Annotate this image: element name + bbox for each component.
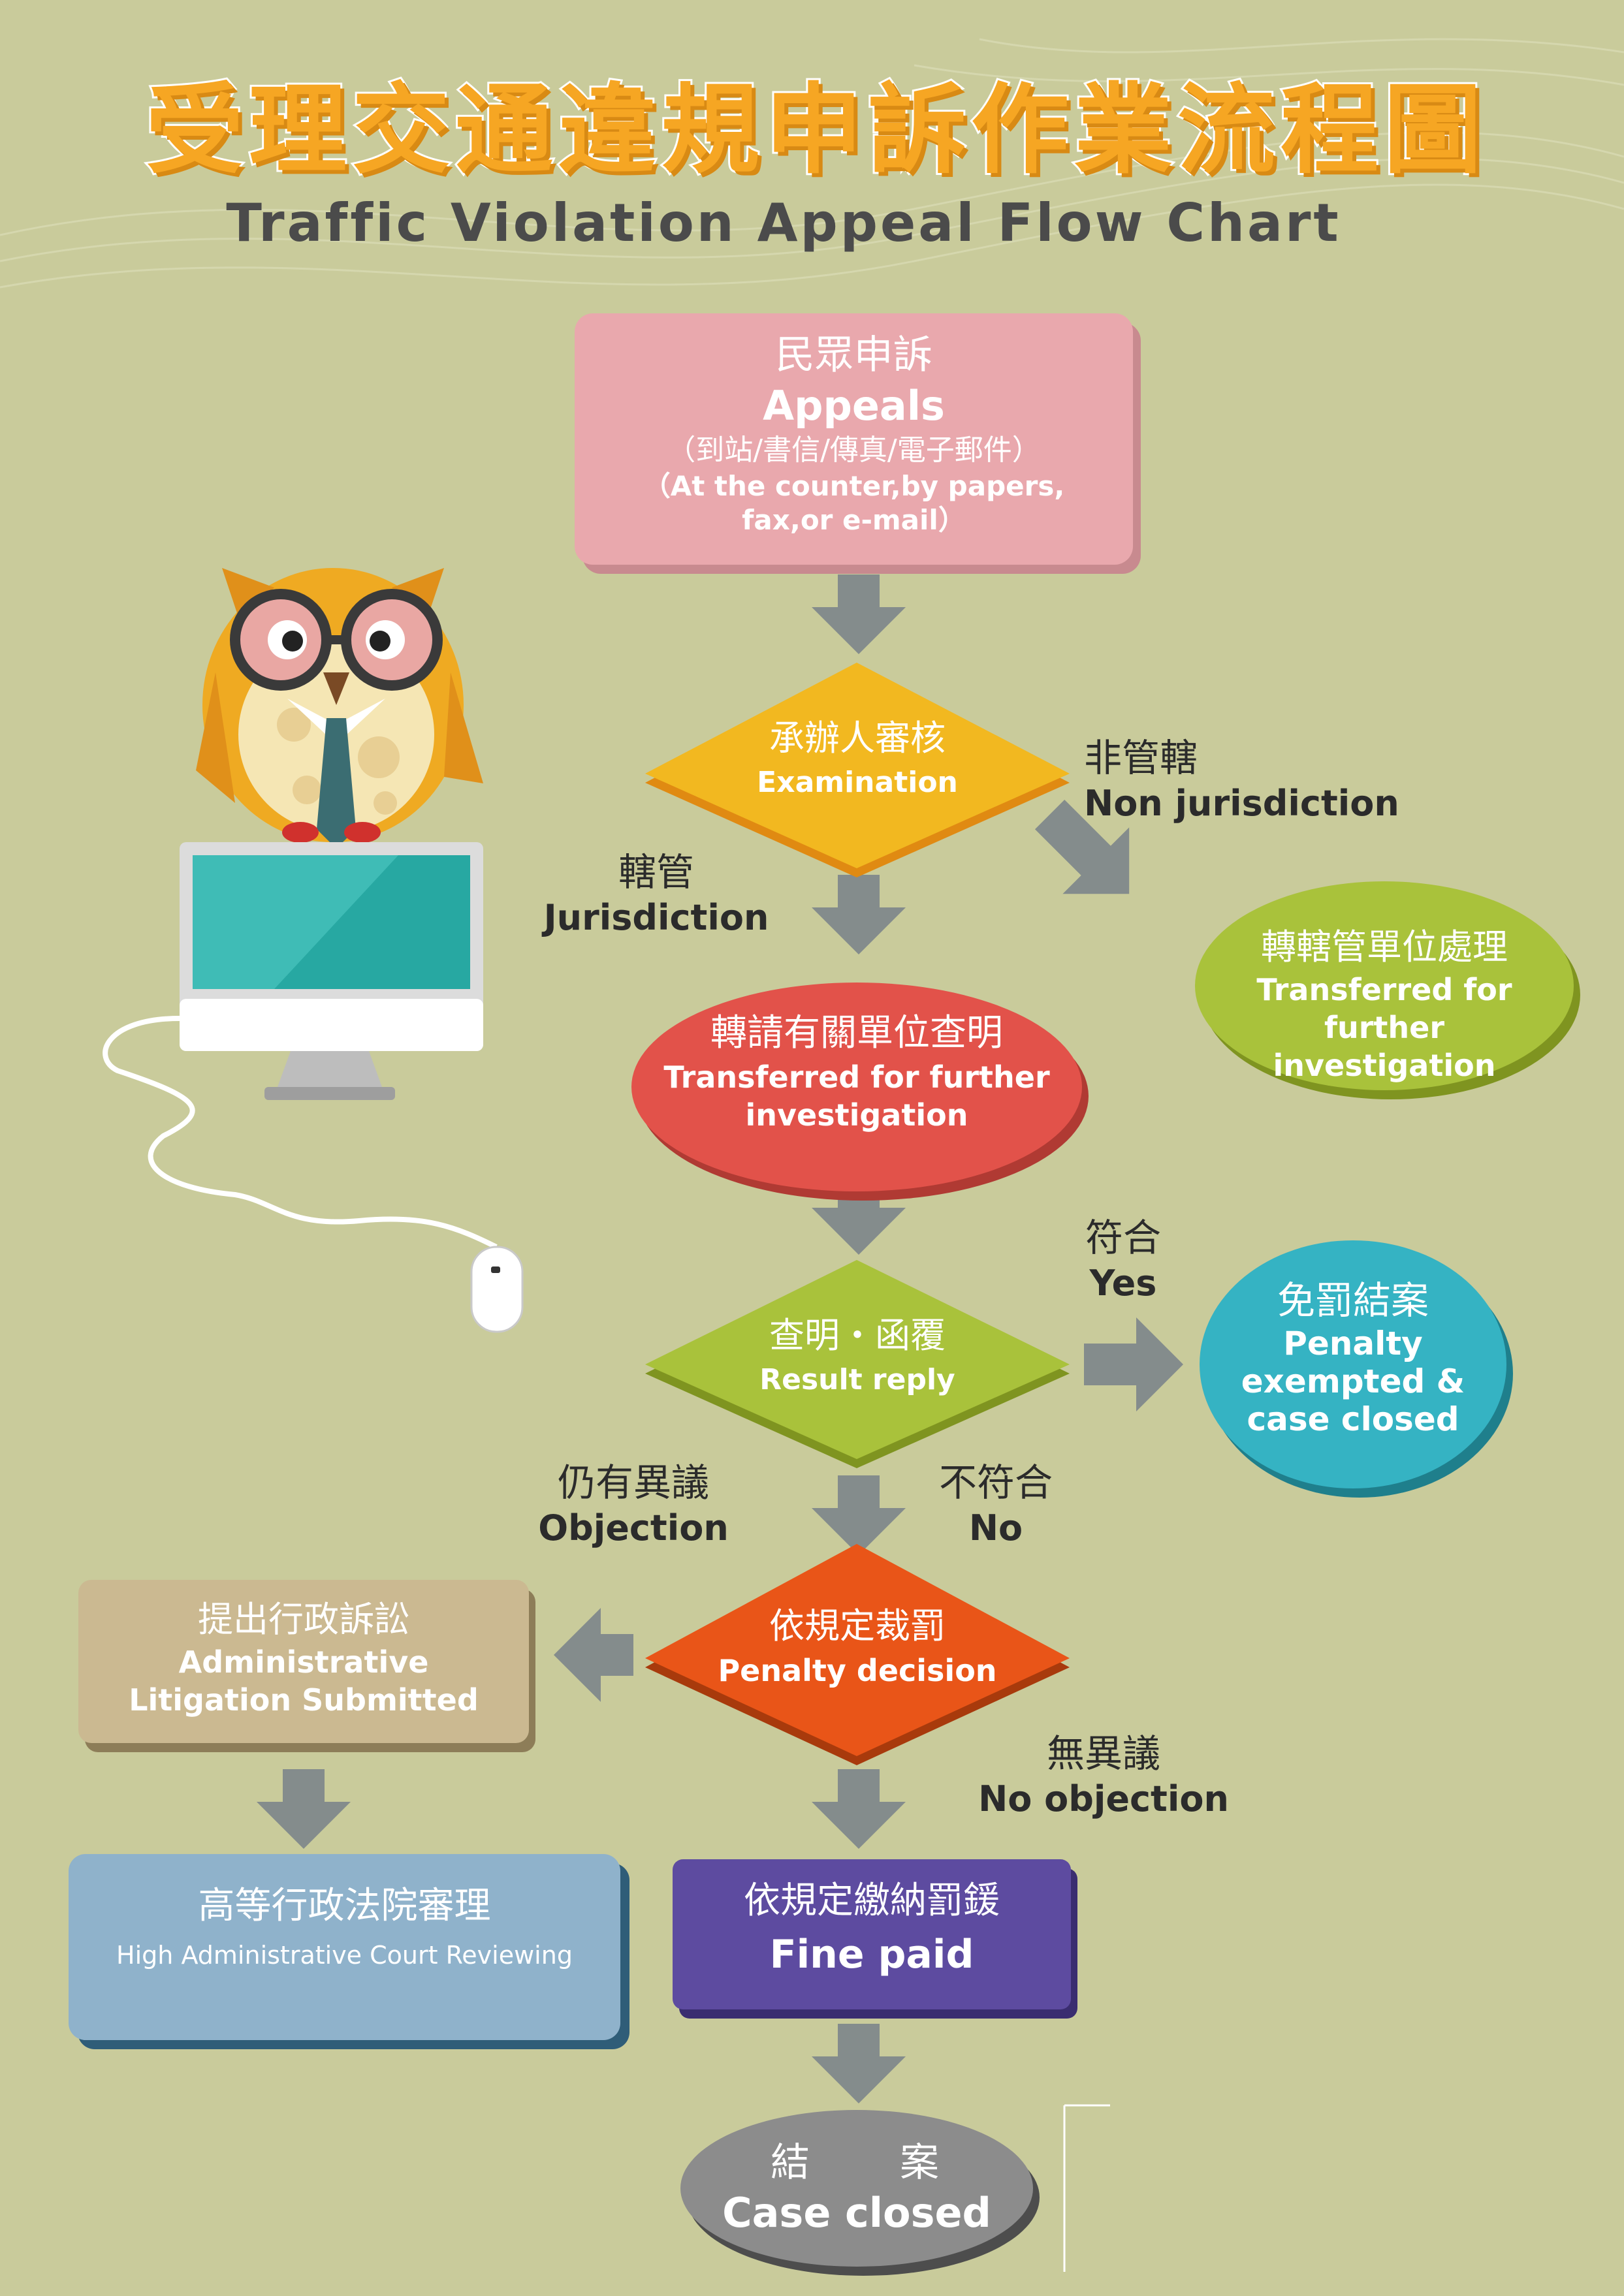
admin-litigation-node: 提出行政訴訟 Administrative Litigation Submitt…	[78, 1596, 529, 1719]
penalty-decision-diamond	[645, 1544, 1070, 1756]
appeals-channels-en-1: （At the counter,by papers,	[643, 470, 1065, 502]
appeals-channels-zh: （到站/書信/傳真/電子郵件）	[667, 433, 1041, 467]
penalty-decision-node: 依規定裁罰 Penalty decision	[645, 1603, 1070, 1691]
result-reply-diamond	[645, 1260, 1070, 1459]
objection-label: 仍有異議 Objection	[522, 1459, 744, 1550]
appeals-node: 民眾申訴 Appeals （到站/書信/傳真/電子郵件） （At the cou…	[575, 330, 1133, 537]
examination-label-en: Examination	[757, 766, 958, 799]
arrow-down-icon	[812, 2024, 906, 2103]
admin-litigation-en-1: Administrative	[178, 1644, 429, 1680]
transfer-right-ellipse	[1195, 881, 1574, 1090]
high-court-box	[69, 1854, 620, 2040]
no-objection-label: 無異議 No objection	[973, 1730, 1234, 1821]
arrow-down-icon	[812, 875, 906, 954]
arrow-down-icon	[812, 1769, 906, 1849]
arrow-down-icon	[812, 1475, 906, 1555]
result-reply-zh: 查明・函覆	[769, 1315, 946, 1356]
owl-mascot-icon	[196, 568, 483, 849]
transfer-main-en-2: investigation	[745, 1097, 968, 1133]
penalty-decision-en: Penalty decision	[718, 1653, 997, 1688]
case-closed-zh: 結 案	[771, 2140, 943, 2186]
examination-diamond	[645, 663, 1070, 868]
arrow-down-icon	[812, 574, 906, 654]
jurisdiction-en: Jurisdiction	[543, 897, 769, 938]
penalty-exempted-en-3: case closed	[1247, 1400, 1459, 1438]
fine-paid-en: Fine paid	[769, 1932, 974, 1977]
penalty-exempted-zh: 免罰結案	[1277, 1278, 1429, 1323]
decorative-line	[1063, 2104, 1110, 2272]
page-title: 受理交通違規申訴作業流程圖	[144, 72, 1487, 189]
penalty-exempted-ellipse	[1200, 1240, 1506, 1488]
no-en: No	[968, 1507, 1023, 1549]
arrows	[257, 574, 1183, 2103]
transfer-right-en-1: Transferred for further	[1256, 972, 1512, 1045]
arrow-down-icon	[257, 1769, 351, 1849]
appeals-label-en: Appeals	[763, 382, 945, 430]
case-closed-ellipse	[680, 2110, 1033, 2267]
case-closed-en: Case closed	[722, 2189, 991, 2237]
transfer-main-zh: 轉請有關單位查明	[710, 1012, 1003, 1054]
non-jurisdiction-label: 非管轄 Non jurisdiction	[1084, 734, 1424, 826]
appeals-box	[575, 313, 1133, 565]
penalty-exempted-en-1: Penalty	[1283, 1325, 1423, 1362]
transfer-right-en-2: investigation	[1273, 1048, 1496, 1083]
transfer-main-en-1: Transferred for further	[663, 1060, 1050, 1095]
arrow-right-icon	[1084, 1317, 1183, 1411]
high-court-zh: 高等行政法院審理	[198, 1885, 491, 1927]
jurisdiction-label: 轄管 Jurisdiction	[535, 849, 777, 940]
admin-litigation-box	[78, 1580, 529, 1743]
no-label: 不符合 No	[908, 1459, 1084, 1550]
mouse-cable	[103, 1016, 498, 1250]
examination-label-zh: 承辦人審核	[769, 717, 946, 759]
yes-en: Yes	[1089, 1263, 1157, 1304]
no-objection-zh: 無異議	[1046, 1731, 1160, 1776]
objection-en: Objection	[538, 1507, 729, 1549]
mouse-icon	[470, 1246, 524, 1333]
result-reply-node: 查明・函覆 Result reply	[645, 1312, 1070, 1401]
computer-monitor-icon	[180, 842, 483, 1100]
penalty-decision-zh: 依規定裁罰	[769, 1605, 946, 1646]
arrow-left-icon	[554, 1608, 633, 1702]
arrow-diagonal-icon	[1034, 799, 1130, 894]
admin-litigation-zh: 提出行政訴訟	[198, 1599, 409, 1640]
yes-label: 符合 Yes	[1045, 1214, 1202, 1306]
no-zh: 不符合	[938, 1460, 1053, 1505]
background-waves	[0, 38, 1624, 289]
transfer-main-node: 轉請有關單位查明 Transferred for further investi…	[631, 1009, 1082, 1134]
appeals-channels-en-2: fax,or e-mail）	[742, 504, 966, 536]
appeals-label-zh: 民眾申訴	[775, 332, 932, 378]
objection-zh: 仍有異議	[557, 1460, 709, 1505]
high-court-en: High Administrative Court Reviewing	[116, 1941, 573, 1970]
non-jurisdiction-zh: 非管轄	[1084, 736, 1198, 780]
yes-zh: 符合	[1085, 1216, 1161, 1260]
non-jurisdiction-en: Non jurisdiction	[1084, 783, 1399, 824]
fine-paid-node: 依規定繳納罰鍰 Fine paid	[673, 1874, 1071, 1981]
fine-paid-zh: 依規定繳納罰鍰	[744, 1879, 1000, 1922]
penalty-exempted-en-2: exempted &	[1241, 1362, 1465, 1400]
case-closed-node: 結 案 Case closed	[680, 2138, 1033, 2239]
examination-node: 承辦人審核 Examination	[645, 715, 1070, 804]
transfer-main-ellipse	[631, 983, 1082, 1191]
page-subtitle: Traffic Violation Appeal Flow Chart	[226, 193, 1341, 253]
admin-litigation-en-2: Litigation Submitted	[129, 1682, 479, 1718]
jurisdiction-zh: 轄管	[618, 850, 694, 894]
penalty-exempted-node: 免罰結案 Penalty exempted & case closed	[1200, 1276, 1506, 1438]
fine-paid-box	[673, 1859, 1071, 2009]
no-objection-en: No objection	[978, 1778, 1229, 1819]
result-reply-en: Result reply	[759, 1363, 955, 1396]
high-court-node: 高等行政法院審理 High Administrative Court Revie…	[69, 1880, 620, 1978]
transfer-right-node: 轉轄管單位處理 Transferred for further investig…	[1195, 924, 1574, 1084]
transfer-right-zh: 轉轄管單位處理	[1261, 926, 1508, 967]
